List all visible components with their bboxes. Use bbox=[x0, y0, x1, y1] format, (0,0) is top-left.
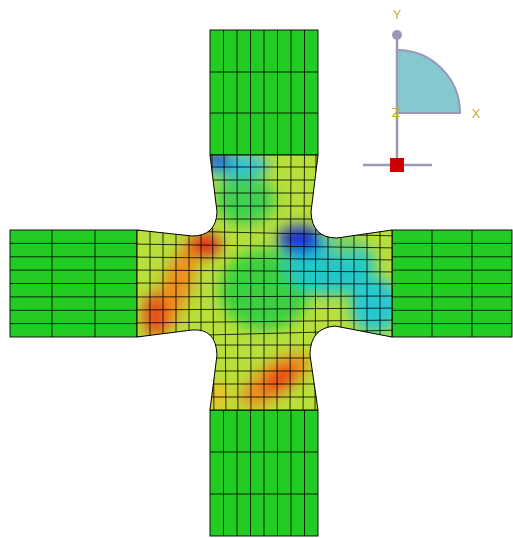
stress-contour bbox=[130, 150, 400, 420]
axis-label: Z bbox=[392, 106, 401, 119]
axis-triad bbox=[363, 30, 460, 172]
axis-label: Y bbox=[393, 8, 401, 21]
specimen-arms bbox=[10, 30, 512, 536]
axis-label: X bbox=[472, 107, 481, 120]
core-outline bbox=[137, 155, 392, 410]
core-mesh bbox=[130, 150, 400, 420]
arm-mesh bbox=[10, 30, 512, 536]
